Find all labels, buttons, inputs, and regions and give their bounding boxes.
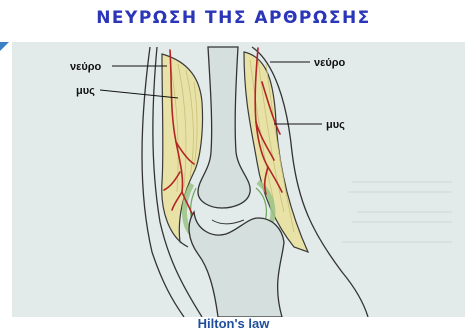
- label-muscle-right: μυς: [326, 119, 345, 131]
- label-nerve-left: νεύρο: [70, 61, 102, 73]
- slide-title: ΝΕΥΡΩΣΗ ΤΗΣ ΑΡΘΡΩΣΗΣ: [0, 8, 467, 28]
- joint-illustration: νεύρο μυς νεύρο μυς: [12, 42, 465, 317]
- anatomy-figure: νεύρο μυς νεύρο μυς: [12, 42, 465, 317]
- label-nerve-right: νεύρο: [314, 57, 346, 69]
- figure-caption: Hilton's law: [0, 316, 467, 331]
- corner-accent: [0, 42, 9, 51]
- label-muscle-left: μυς: [76, 85, 95, 97]
